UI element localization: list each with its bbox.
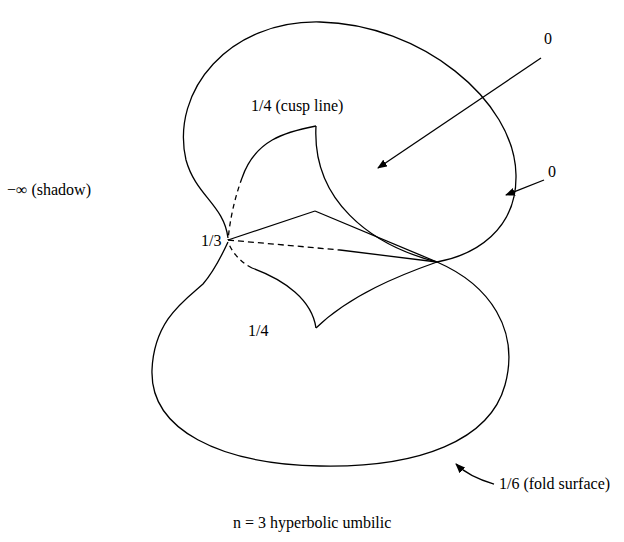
cusp-line-label: 1/4 (cusp line) bbox=[250, 97, 344, 115]
value-label: 1/3 bbox=[200, 232, 222, 250]
figure-caption: n = 3 hyperbolic umbilic bbox=[233, 514, 391, 532]
value-label: 0 bbox=[547, 163, 557, 181]
shadow-label: −∞ (shadow) bbox=[6, 181, 92, 199]
value-label: 1/4 bbox=[247, 322, 269, 340]
value-label: 0 bbox=[543, 30, 553, 48]
fold-surface-label: 1/6 (fold surface) bbox=[498, 475, 611, 493]
